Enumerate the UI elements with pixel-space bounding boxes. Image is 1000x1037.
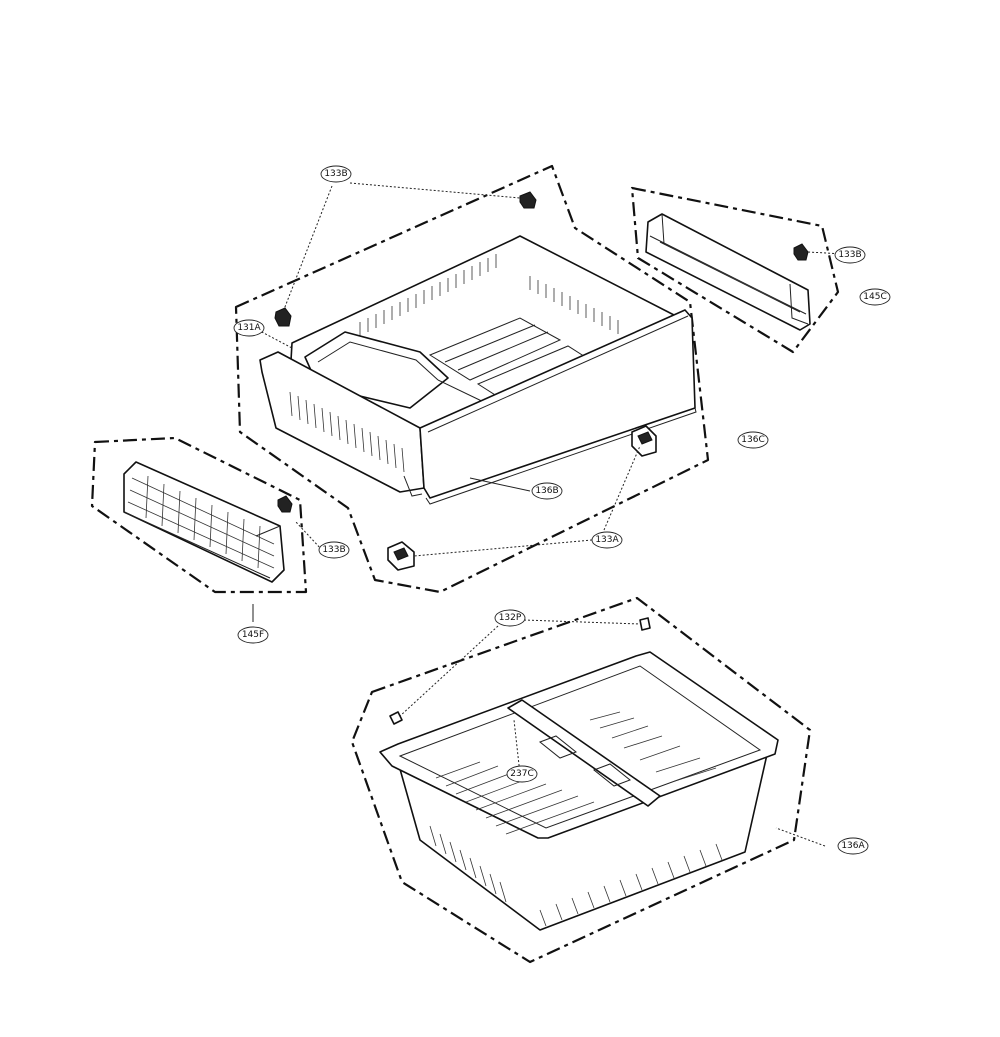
label-133a: 133A [595,535,619,545]
basket-divider [507,699,661,807]
basket-inner-mesh [435,711,717,835]
label-145c: 145C [863,292,886,302]
callout-237c: 237C [506,765,538,783]
drawer-back-vents [359,254,619,336]
leader-lines [252,182,863,847]
basket-divider-handle-2 [593,763,631,787]
callout-133a: 133A [591,531,623,549]
callout-145c: 145C [859,288,891,306]
drawer-side-wall [259,351,425,493]
center-drawer-group-boundary [234,164,710,594]
fitting-132p-right [639,617,651,631]
callout-131a: 131A [233,319,265,337]
label-145f: 145F [242,630,264,640]
fitting-133b-right [793,243,809,261]
label-136a: 136A [841,841,865,851]
basket-side-mesh [429,825,723,927]
left-cover-grid [127,475,275,569]
right-cover-145c [645,213,811,331]
label-132p: 132P [499,613,522,623]
group-boundaries [90,164,840,964]
left-cover-group-boundary [90,436,308,594]
callout-133b-left: 133B [318,541,350,559]
lower-basket-136a [379,617,779,931]
label-133b-left: 133B [322,545,345,555]
label-131a: 131A [237,323,261,333]
callout-136a: 136A [837,837,869,855]
basket-divider-handle-1 [539,735,577,759]
callout-136c: 136C [737,431,769,449]
small-fittings [274,191,657,571]
label-237c: 237C [510,769,533,779]
callout-145f: 145F [237,626,269,644]
drawer-side-vents [289,391,405,473]
label-133b-right: 133B [838,250,861,260]
label-136b: 136B [535,486,558,496]
fitting-133b-left [274,307,292,327]
fitting-132p-left [389,711,403,725]
callout-136b: 136B [531,482,563,500]
label-133b-top: 133B [324,169,347,179]
callout-132p: 132P [494,609,526,627]
fitting-133b-top [519,191,537,209]
left-cover-145f [123,461,293,583]
label-136c: 136C [741,435,764,445]
right-cover-group-boundary [630,186,840,354]
callout-133b-top: 133B [320,165,352,183]
lower-basket-group-boundary [350,596,812,964]
center-drawer [259,235,697,505]
fitting-133b-left-cover [277,495,293,513]
callout-133b-right: 133B [834,246,866,264]
